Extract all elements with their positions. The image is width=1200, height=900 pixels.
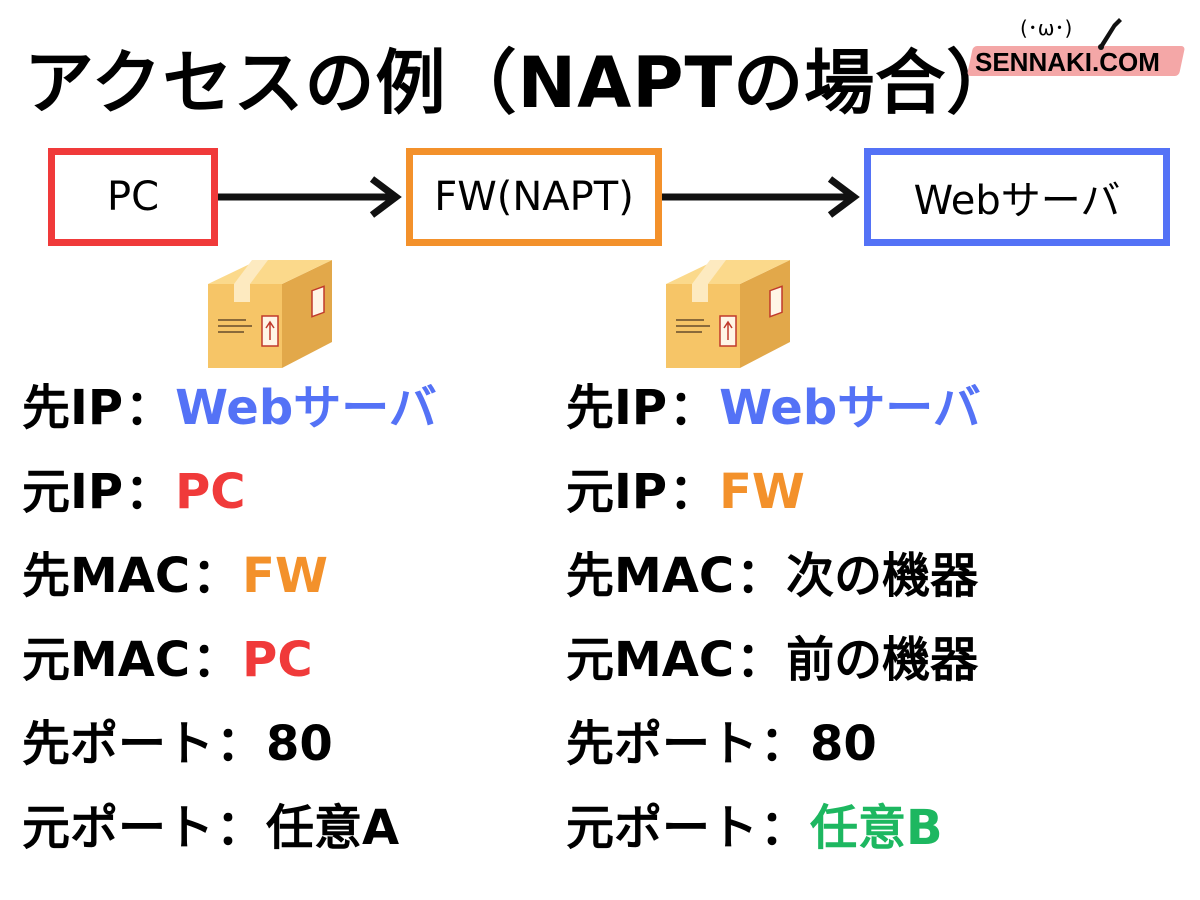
package-icon <box>208 260 332 368</box>
field-separator: ： <box>125 380 174 436</box>
header-field-row: 元IP：FW <box>566 464 981 548</box>
field-separator: ： <box>736 548 785 604</box>
arrow-fw-to-web <box>662 176 860 218</box>
field-separator: ： <box>760 800 809 856</box>
brush-icon <box>1098 18 1122 50</box>
field-value: PC <box>242 632 313 688</box>
field-key: 元ポート <box>22 800 215 856</box>
field-value: PC <box>175 464 246 520</box>
field-value: 80 <box>810 716 877 772</box>
flow-arrows <box>218 176 860 218</box>
field-separator: ： <box>736 632 785 688</box>
header-field-row: 元MAC：前の機器 <box>566 632 981 716</box>
field-separator: ： <box>216 716 265 772</box>
node-pc: PC <box>48 148 218 246</box>
node-pc-label: PC <box>106 174 160 220</box>
header-field-row: 元MAC：PC <box>22 632 437 716</box>
field-value: 次の機器 <box>786 548 979 604</box>
field-key: 元MAC <box>22 632 191 688</box>
brand-face: (･ω･) <box>1020 16 1073 40</box>
header-field-row: 元ポート：任意B <box>566 800 981 884</box>
field-separator: ： <box>669 380 718 436</box>
field-value: 80 <box>266 716 333 772</box>
field-value: 任意A <box>266 800 400 856</box>
field-key: 先IP <box>566 380 668 436</box>
field-separator: ： <box>760 716 809 772</box>
field-key: 先IP <box>22 380 124 436</box>
field-key: 元ポート <box>566 800 759 856</box>
header-field-row: 元ポート：任意A <box>22 800 437 884</box>
field-separator: ： <box>216 800 265 856</box>
page-title: アクセスの例（NAPTの場合） <box>24 42 1018 124</box>
node-web: Webサーバ <box>864 148 1170 246</box>
field-separator: ： <box>669 464 718 520</box>
header-field-row: 先ポート：80 <box>22 716 437 800</box>
field-key: 先ポート <box>566 716 759 772</box>
field-separator: ： <box>125 464 174 520</box>
field-value: 前の機器 <box>786 632 979 688</box>
field-key: 元IP <box>22 464 124 520</box>
field-key: 先ポート <box>22 716 215 772</box>
node-fw-label: FW(NAPT) <box>434 174 634 220</box>
field-value: Webサーバ <box>175 380 437 436</box>
field-value: FW <box>242 548 328 604</box>
brand-logo: (･ω･) SENNAKI.COM <box>965 12 1190 82</box>
header-field-row: 先MAC：FW <box>22 548 437 632</box>
field-separator: ： <box>192 632 241 688</box>
package-icon <box>666 260 790 368</box>
field-key: 元MAC <box>566 632 735 688</box>
node-fw: FW(NAPT) <box>406 148 662 246</box>
brand-text: SENNAKI.COM <box>975 47 1160 77</box>
node-web-label: Webサーバ <box>913 178 1121 224</box>
field-value: 任意B <box>810 800 943 856</box>
field-key: 元IP <box>566 464 668 520</box>
field-key: 先MAC <box>22 548 191 604</box>
field-separator: ： <box>192 548 241 604</box>
header-field-row: 元IP：PC <box>22 464 437 548</box>
field-value: Webサーバ <box>719 380 981 436</box>
header-field-row: 先IP：Webサーバ <box>22 380 437 464</box>
header-field-row: 先ポート：80 <box>566 716 981 800</box>
header-field-row: 先IP：Webサーバ <box>566 380 981 464</box>
header-field-row: 先MAC：次の機器 <box>566 548 981 632</box>
field-key: 先MAC <box>566 548 735 604</box>
field-value: FW <box>719 464 805 520</box>
arrow-pc-to-fw <box>218 176 402 218</box>
